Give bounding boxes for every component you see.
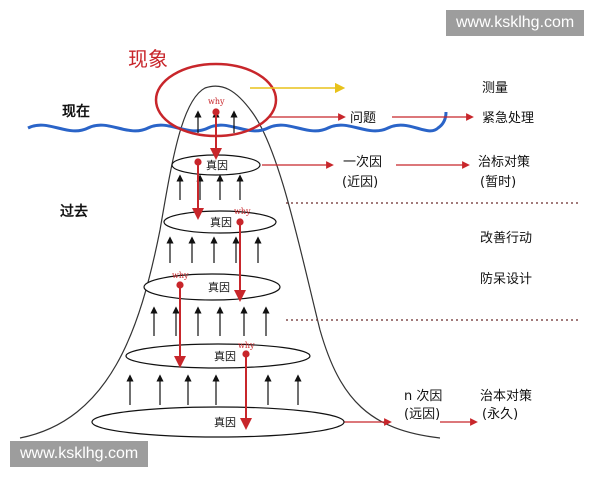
why-label-3: why [172, 271, 189, 280]
cause-layer-1-label: 真因 [206, 158, 228, 172]
cause-layer-2-label: 真因 [210, 215, 232, 229]
first-cause-sub-label: (近因) [342, 175, 378, 190]
problem-label: 问题 [350, 111, 376, 126]
why-label-4: why [238, 341, 255, 350]
why-label-1: why [208, 97, 225, 106]
mountain-outline [19, 85, 441, 439]
poka-yoke-label: 防呆设计 [480, 271, 532, 287]
symptom-fix-label: 治标对策 [478, 154, 530, 170]
cause-layer-5-label: 真因 [214, 415, 236, 429]
cause-layer-3 [143, 273, 281, 301]
why-chain [174, 108, 252, 430]
cause-layer-4-label: 真因 [214, 349, 236, 363]
watermark-bottom: www.ksklhg.com [10, 441, 149, 467]
root-fix-sub-label: (永久) [482, 407, 518, 422]
symptom-fix-sub-label: (暂时) [480, 175, 516, 190]
first-cause-label: 一次因 [343, 154, 382, 170]
phenomenon-label: 现象 [128, 47, 168, 71]
cause-layer-5 [91, 406, 345, 438]
why-label-2: why [234, 207, 251, 216]
measure-label: 测量 [482, 81, 508, 96]
improve-action-label: 改善行动 [480, 230, 532, 246]
now-label: 现在 [62, 103, 90, 120]
nth-cause-sub-label: (远因) [404, 407, 440, 422]
cause-layer-4 [125, 343, 311, 369]
cause-layer-3-label: 真因 [208, 280, 230, 294]
nth-cause-label: n 次因 [404, 388, 442, 404]
root-fix-label: 治本对策 [480, 388, 532, 404]
water-line [27, 111, 448, 133]
watermark-top: www.ksklhg.com [446, 10, 585, 36]
emergency-label: 紧急处理 [482, 111, 534, 126]
past-label: 过去 [60, 203, 88, 220]
